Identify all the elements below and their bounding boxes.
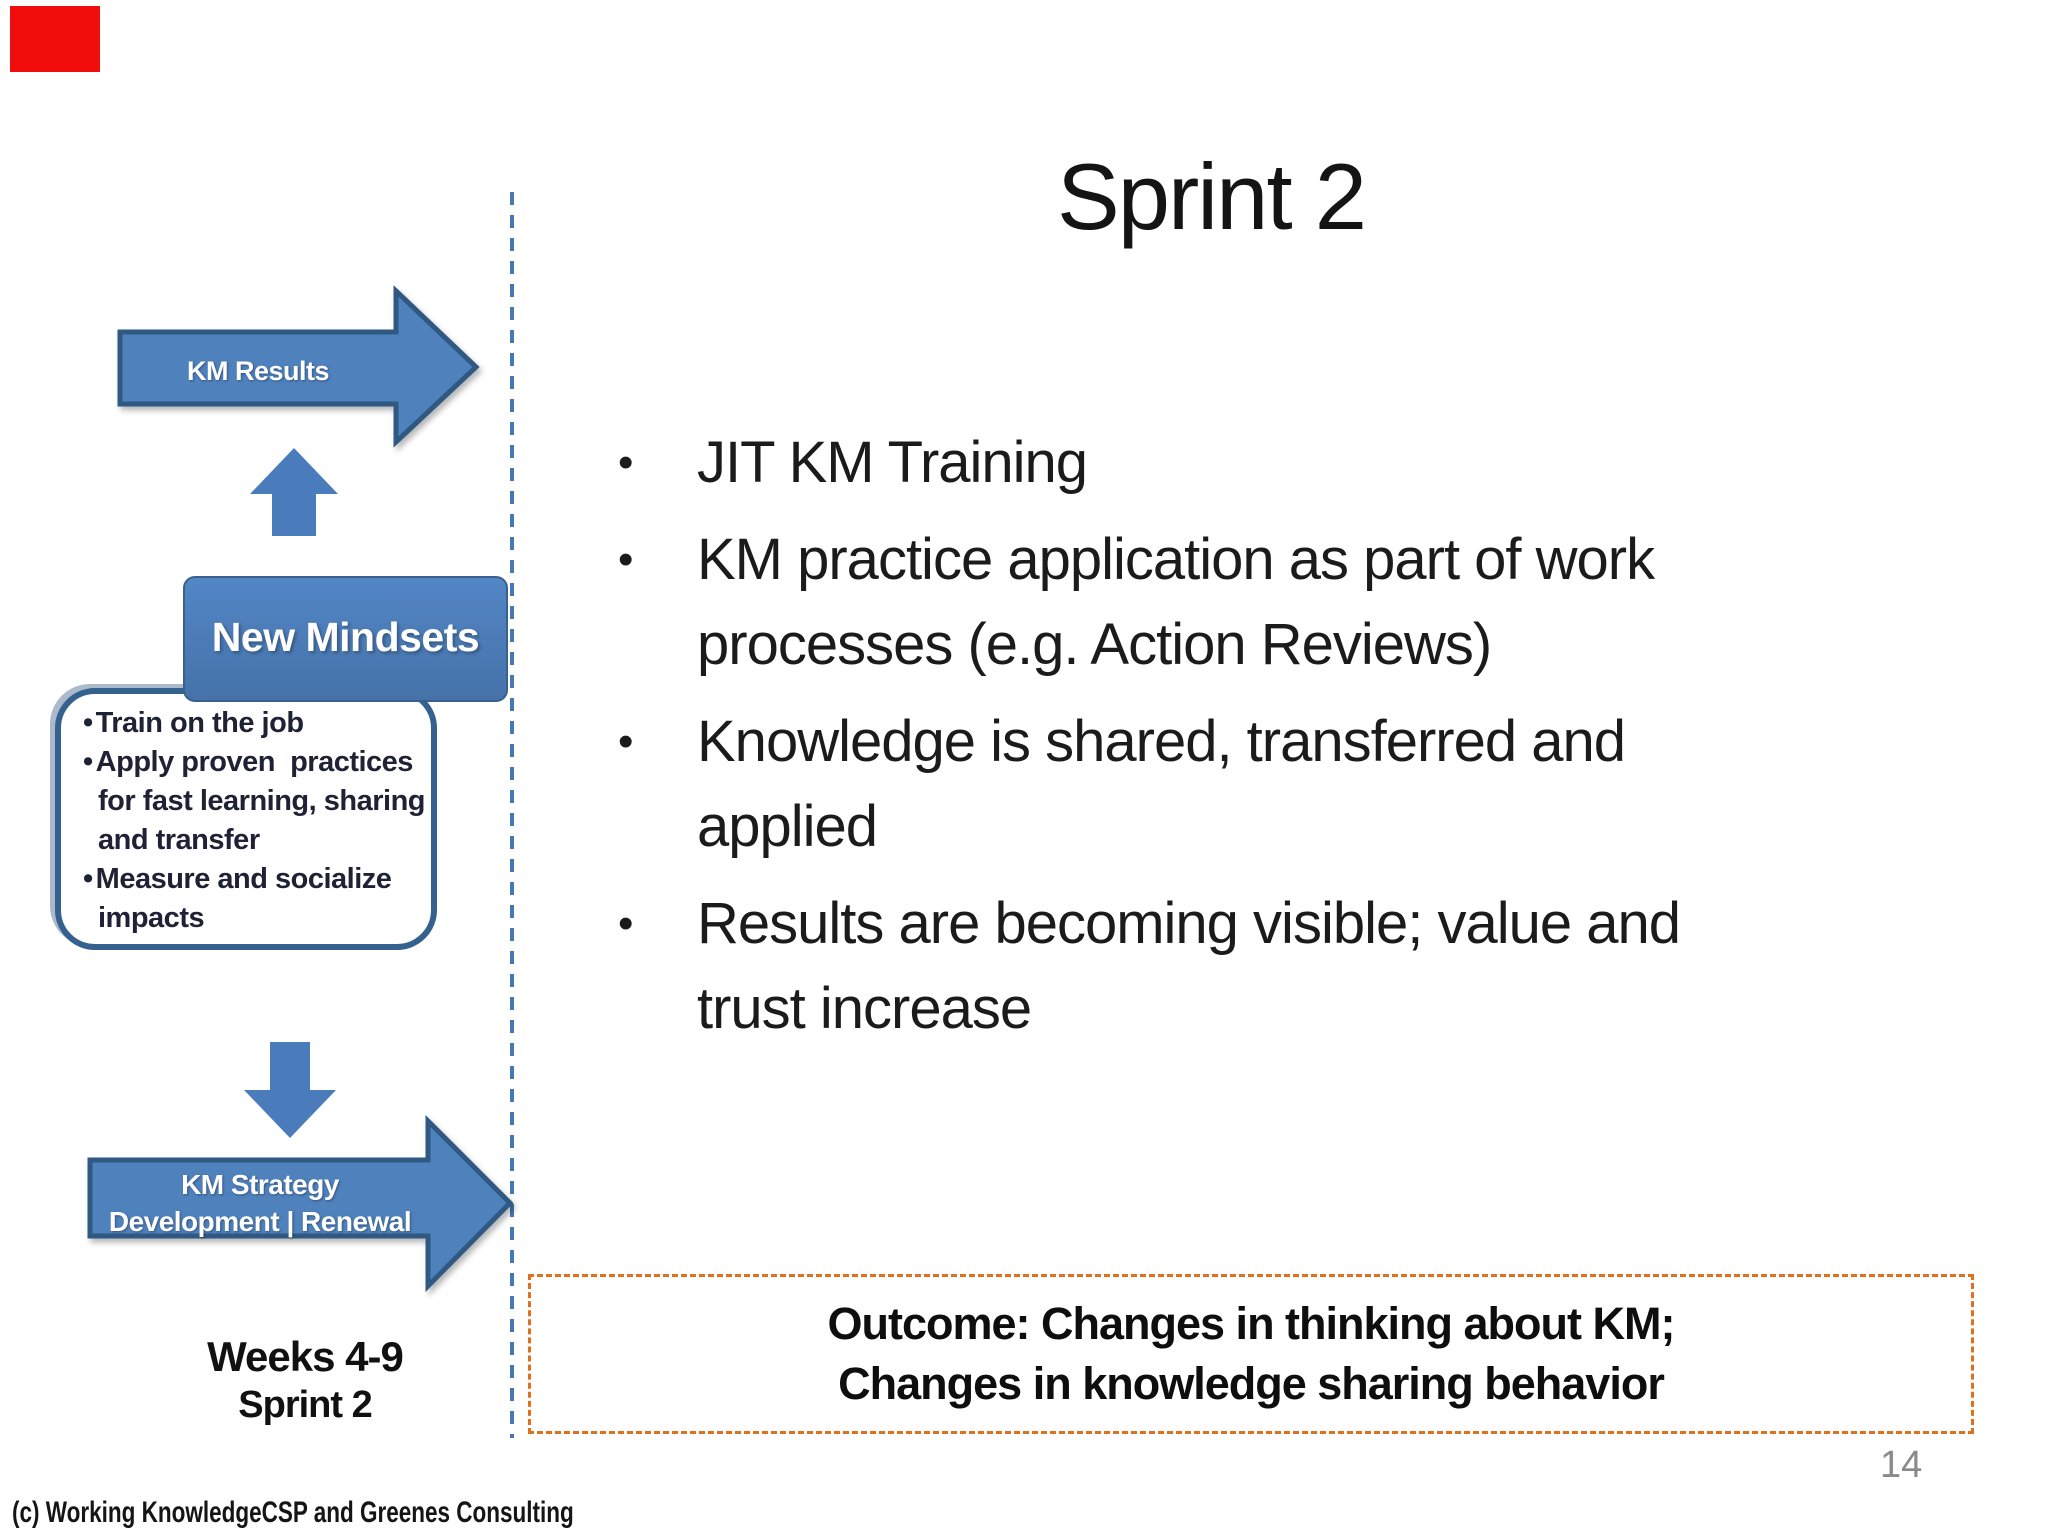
up-arrow-icon xyxy=(250,448,338,536)
bullet-item: Knowledge is shared, transferred and app… xyxy=(612,699,2012,869)
red-marker xyxy=(10,6,100,72)
new-mindsets-box: New Mindsets xyxy=(183,576,508,702)
practices-box: Train on the job Apply proven practices … xyxy=(55,688,437,950)
km-strategy-label: KM Strategy Development | Renewal xyxy=(108,1169,412,1237)
timeline-label: Weeks 4-9 Sprint 2 xyxy=(207,1333,404,1426)
outcome-box: Outcome: Changes in thinking about KM; C… xyxy=(528,1274,1974,1434)
vertical-dashed-divider xyxy=(510,192,514,1438)
bullet-item: KM practice application as part of work … xyxy=(612,517,2012,687)
slide-title: Sprint 2 xyxy=(1057,144,1367,249)
km-results-right-arrow-icon xyxy=(117,285,480,448)
practice-item: Train on the job xyxy=(83,704,431,743)
page-number: 14 xyxy=(1880,1444,1923,1486)
km-strategy-right-arrow-icon xyxy=(87,1114,514,1293)
km-results-label: KM Results xyxy=(186,356,330,386)
bullet-list: JIT KM Training KM practice application … xyxy=(612,420,2012,1051)
footer-credit: (c) Working KnowledgeCSP and Greenes Con… xyxy=(12,1496,574,1529)
down-arrow-icon xyxy=(244,1042,336,1138)
practice-item: Measure and socialize impacts xyxy=(83,860,431,938)
bullet-item: Results are becoming visible; value and … xyxy=(612,881,2012,1051)
bullet-item: JIT KM Training xyxy=(612,420,2012,505)
practice-item: Apply proven practices for fast learning… xyxy=(83,743,431,860)
